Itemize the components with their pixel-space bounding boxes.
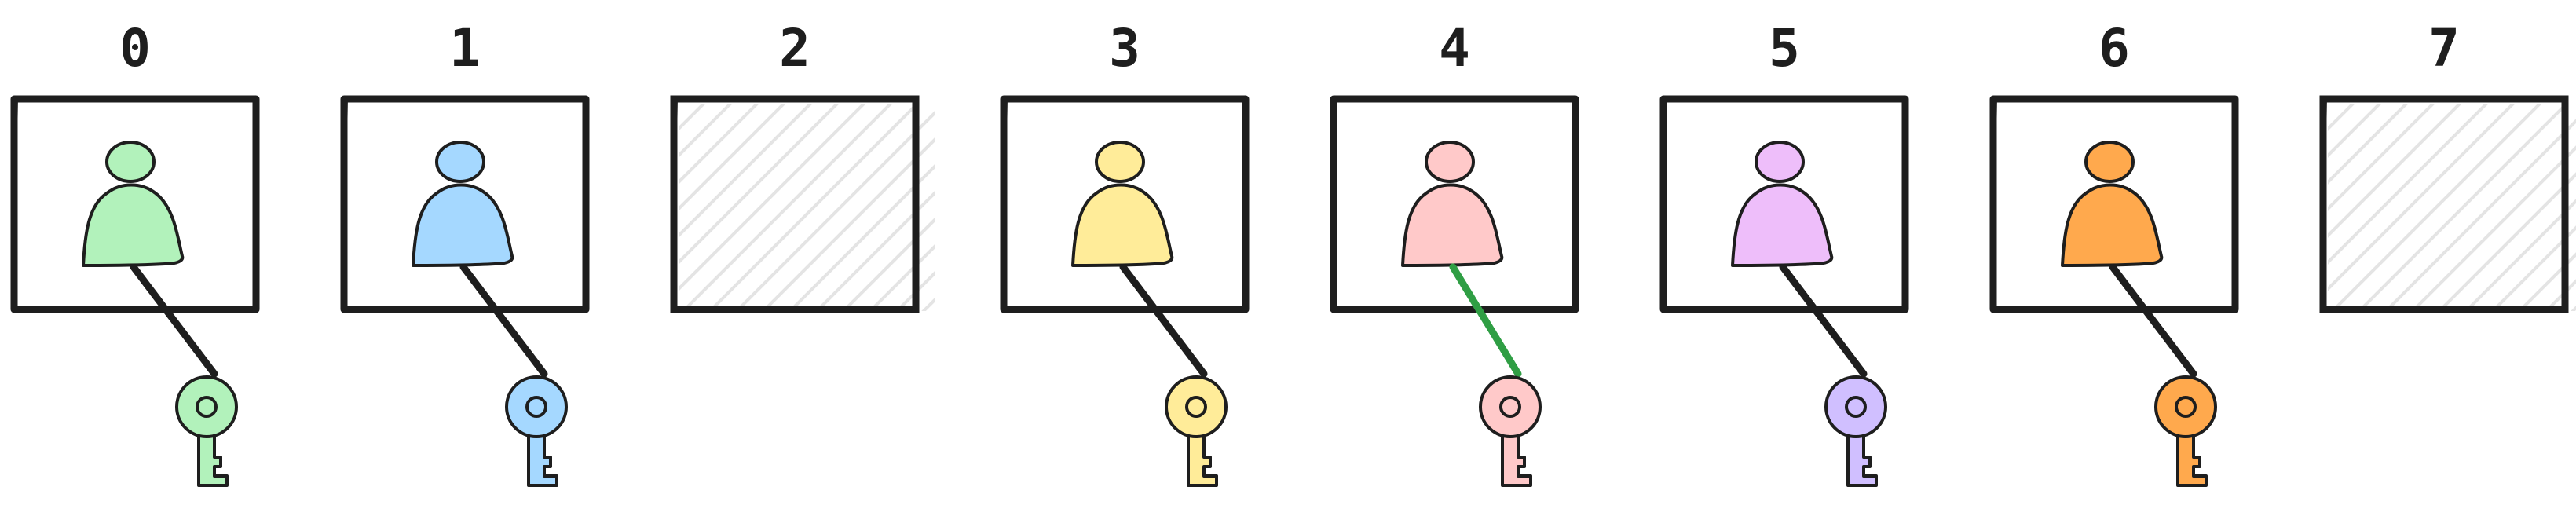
slot-3: 3 [1000,18,1250,487]
hatch-line [2328,104,2516,291]
person-icon [2061,141,2164,267]
slot-4: 4 [1330,18,1579,487]
slot-box-outline [2319,95,2569,313]
person-icon [1401,141,1504,267]
slot-box-outline [670,95,920,313]
slot-box-sketch [1660,96,1908,313]
slot-label: 1 [449,18,481,79]
slot-label: 6 [2098,18,2130,79]
hatch-line [2410,145,2576,311]
slot-box-sketch [11,96,259,313]
link-line [1779,263,1868,378]
hatch-line [679,104,866,291]
hatch-line [679,104,840,265]
person-icon [1731,141,1834,267]
slot-label: 7 [2428,18,2460,79]
empty-hatch [679,104,935,311]
key-icon [175,375,238,487]
key-icon [1479,375,1542,487]
slot-box-sketch [1990,96,2238,313]
slot-label: 2 [779,18,810,79]
link-line [459,263,548,378]
hatch-line [708,104,920,311]
hatch-line [2330,104,2542,311]
link-line [1119,263,1208,378]
slot-6: 6 [1989,18,2239,487]
slot-7: 7 [2319,18,2576,313]
hatch-line [2328,104,2435,211]
hatch-line [895,271,935,311]
hatch-line [679,104,759,185]
slot-box-sketch [1001,96,1249,313]
slot-label: 5 [1769,18,1800,79]
hatch-line [2328,104,2462,238]
link-line [1449,263,1522,378]
link-line [130,263,218,378]
hatch-line [2464,199,2576,311]
slot-0: 0 [10,18,260,487]
person-icon [412,141,514,267]
slot-box [2319,95,2569,313]
slot-2: 2 [670,18,935,313]
hatch-line [679,104,813,238]
hatch-line [2328,104,2382,158]
hatch-line [2328,104,2489,265]
hatch-line [2517,252,2576,311]
hatch-line [761,137,935,311]
hatch-line [814,191,935,311]
hatch-line [2357,104,2569,311]
slot-5: 5 [1659,18,1909,487]
hatch-line [2328,104,2409,185]
slot-label: 0 [119,18,151,79]
person-icon [1071,141,1174,267]
hatch-line [788,164,935,311]
key-icon [1165,375,1228,487]
empty-hatch [2328,104,2576,311]
person-icon [82,141,185,267]
hatch-line [841,218,935,311]
hatch-line [679,104,786,211]
slot-box-sketch [1330,96,1579,313]
slot-label: 3 [1109,18,1140,79]
hatch-line [868,244,935,311]
key-icon [1824,375,1887,487]
hatch-line [2437,172,2576,311]
hatch-line [681,104,893,311]
key-icon [2154,375,2217,487]
hatch-line [679,104,733,158]
link-line [2109,263,2197,378]
slot-label: 4 [1439,18,1470,79]
slot-1: 1 [340,18,590,487]
key-icon [505,375,568,487]
slot-box-sketch [341,96,589,313]
hatch-line [2490,225,2576,311]
